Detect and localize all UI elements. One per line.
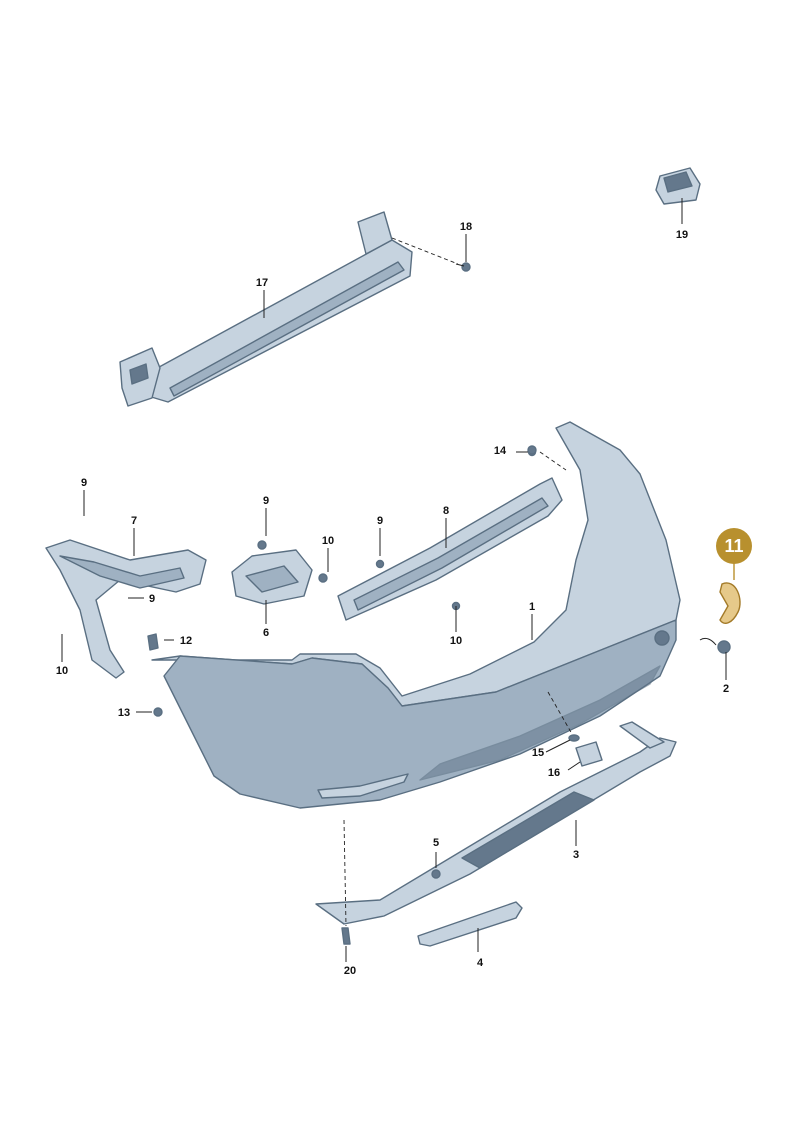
part-15-clip[interactable]: [568, 734, 580, 742]
callout-1[interactable]: 1: [529, 601, 535, 613]
part-8-center-bracket[interactable]: [337, 447, 563, 621]
part-19-cap[interactable]: [655, 167, 701, 205]
callout-9-b[interactable]: 9: [263, 495, 269, 507]
callout-labels: 1 2 3 4 5 6 7 8 9 9 9 9 10 10 10 12 13 1…: [56, 221, 729, 977]
callout-11[interactable]: 11: [724, 536, 743, 556]
callout-9-c[interactable]: 9: [377, 515, 383, 527]
callout-16[interactable]: 16: [548, 767, 560, 779]
callout-18[interactable]: 18: [460, 221, 472, 233]
part-12-clip[interactable]: [147, 633, 159, 651]
callout-11-highlight[interactable]: 11: [716, 528, 752, 564]
callout-3[interactable]: 3: [573, 849, 579, 861]
part-3-diffuser[interactable]: [315, 721, 677, 925]
callout-17[interactable]: 17: [256, 277, 268, 289]
part-14-bolt[interactable]: [527, 445, 537, 455]
callout-8[interactable]: 8: [443, 505, 449, 517]
part-1-bumper-cover[interactable]: [151, 421, 681, 809]
callout-7[interactable]: 7: [131, 515, 137, 527]
callout-12[interactable]: 12: [180, 635, 192, 647]
callout-2[interactable]: 2: [723, 683, 729, 695]
callout-10-b[interactable]: 10: [56, 665, 68, 677]
callout-20[interactable]: 20: [344, 965, 356, 977]
leader-lines: [61, 198, 735, 962]
callout-10-c[interactable]: 10: [450, 635, 462, 647]
part-2-sensor[interactable]: [699, 637, 731, 654]
part-5-clip[interactable]: [431, 869, 441, 879]
part-13-bolt[interactable]: [153, 707, 163, 717]
callout-5[interactable]: 5: [433, 837, 439, 849]
part-11-clip[interactable]: [719, 582, 741, 624]
callout-14[interactable]: 14: [494, 445, 507, 457]
callout-4[interactable]: 4: [477, 957, 484, 969]
part-20-clip[interactable]: [341, 927, 351, 945]
callout-9-a[interactable]: 9: [81, 477, 87, 489]
part-6-bracket[interactable]: [231, 540, 328, 605]
part-16-bracket[interactable]: [575, 741, 603, 767]
callout-6[interactable]: 6: [263, 627, 269, 639]
callout-15[interactable]: 15: [532, 747, 544, 759]
callout-19[interactable]: 19: [676, 229, 688, 241]
part-4-trim-strip[interactable]: [417, 901, 523, 947]
callout-13[interactable]: 13: [118, 707, 130, 719]
part-7-left-bracket[interactable]: [45, 539, 207, 679]
callout-10-a[interactable]: 10: [322, 535, 334, 547]
part-18-bolt[interactable]: [455, 262, 471, 272]
part-17-reinforcement-bar[interactable]: [119, 211, 413, 407]
callout-9-d[interactable]: 9: [149, 593, 155, 605]
